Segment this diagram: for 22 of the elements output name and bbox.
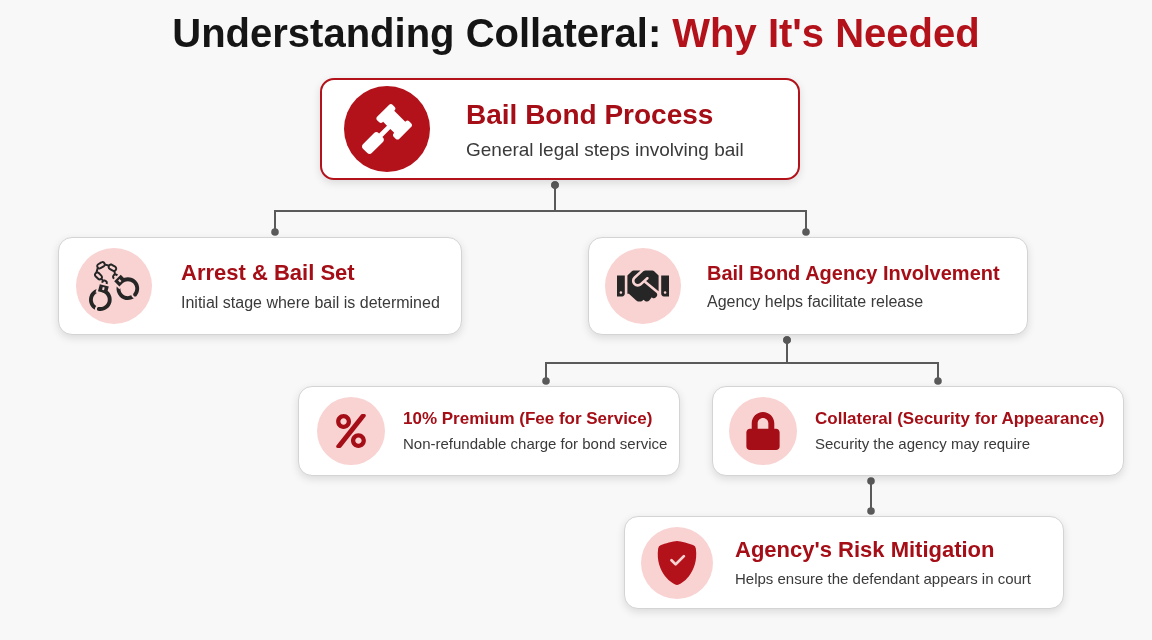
step-description: Agency helps facilitate release [707, 291, 925, 312]
step-card [320, 78, 800, 180]
step-heading: Bail Bond Process [466, 97, 715, 132]
step-description: Initial stage where bail is determined [181, 292, 440, 313]
step-heading: Arrest & Bail Set [181, 259, 356, 287]
step-heading: Bail Bond Agency Involvement [707, 260, 1000, 286]
step-card [712, 386, 1124, 476]
step-description: Non-refundable charge for bond service [403, 435, 668, 454]
connector-line [783, 336, 942, 385]
step-card [588, 237, 1028, 335]
step-description: General legal steps involving bail [466, 137, 744, 162]
connector-line [867, 477, 875, 515]
step-card [298, 386, 680, 476]
connector-line [551, 181, 810, 236]
step-card [58, 237, 462, 335]
step-description: Helps ensure the defendant appears in court [735, 569, 1032, 589]
step-card [624, 516, 1064, 609]
step-heading: Collateral (Security for Appearance) [815, 408, 1105, 430]
step-heading: 10% Premium (Fee for Service) [403, 408, 654, 430]
step-description: Security the agency may require [815, 435, 1032, 454]
step-heading: Agency's Risk Mitigation [735, 536, 996, 564]
title: Understanding Collateral: Why It's Needed [172, 10, 980, 57]
